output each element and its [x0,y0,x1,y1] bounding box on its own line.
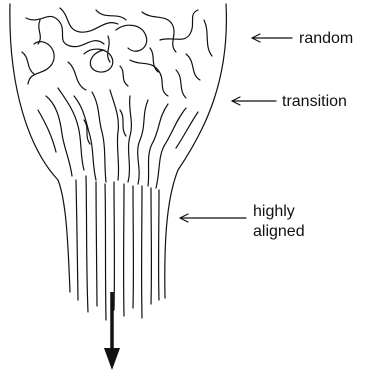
draw-direction-arrow [104,292,120,370]
random-fibers [22,8,212,98]
aligned-pointer-arrow [180,214,246,222]
label-transition: transition [282,93,347,111]
aligned-fibers [76,176,159,320]
label-aligned: aligned [253,223,305,241]
label-random: random [299,30,353,48]
transition-pointer-arrow [232,97,276,105]
label-highly: highly [253,203,295,221]
transition-fibers [38,88,198,188]
random-pointer-arrow [252,34,292,42]
